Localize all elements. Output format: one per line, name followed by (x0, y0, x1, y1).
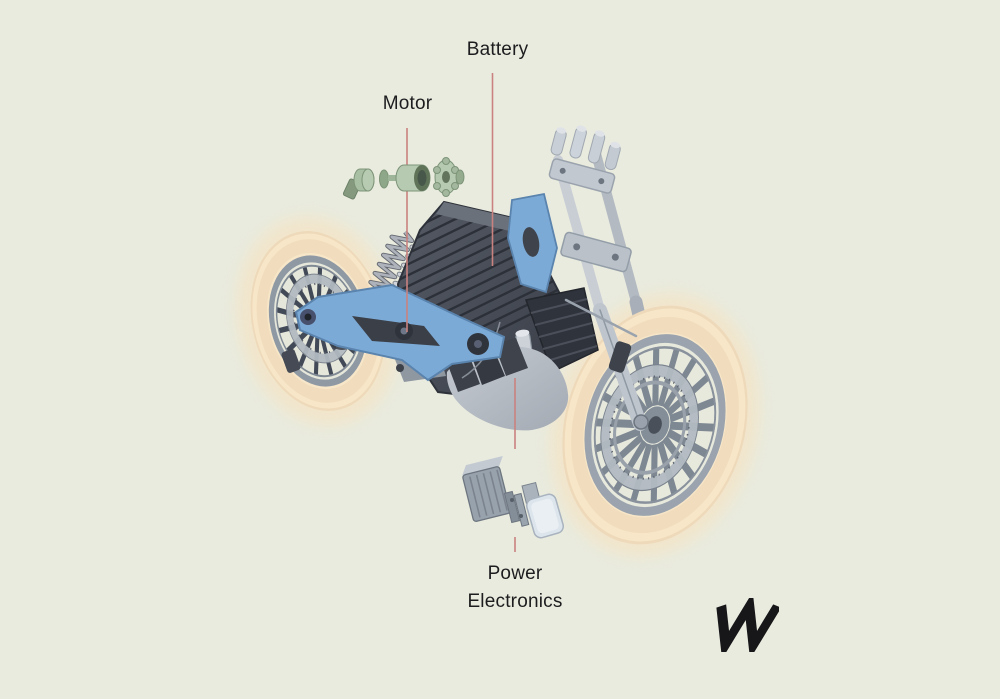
motor-assembly (342, 157, 465, 200)
front-rim (584, 334, 726, 516)
label-power-electronics: Power Electronics (455, 560, 575, 616)
front-axle (633, 414, 649, 430)
handlebar-risers (550, 125, 621, 171)
battery-top-face (436, 202, 522, 232)
power-electronics-assembly (462, 455, 565, 539)
label-battery: Battery (466, 39, 529, 60)
rear-brake-caliper (281, 349, 301, 373)
swingarm (294, 283, 506, 382)
label-power-electronics-line2: Electronics (467, 591, 563, 612)
brand-logo-w (701, 598, 779, 652)
fender-stay (564, 298, 638, 338)
front-brake-disc (600, 364, 699, 492)
radiator (525, 287, 599, 374)
triple-clamp (548, 158, 632, 273)
label-power-electronics-line1: Power (487, 563, 543, 584)
frame-bracket-blue (507, 192, 558, 294)
label-motor: Motor (382, 93, 433, 114)
front-brake-caliper (608, 341, 632, 373)
